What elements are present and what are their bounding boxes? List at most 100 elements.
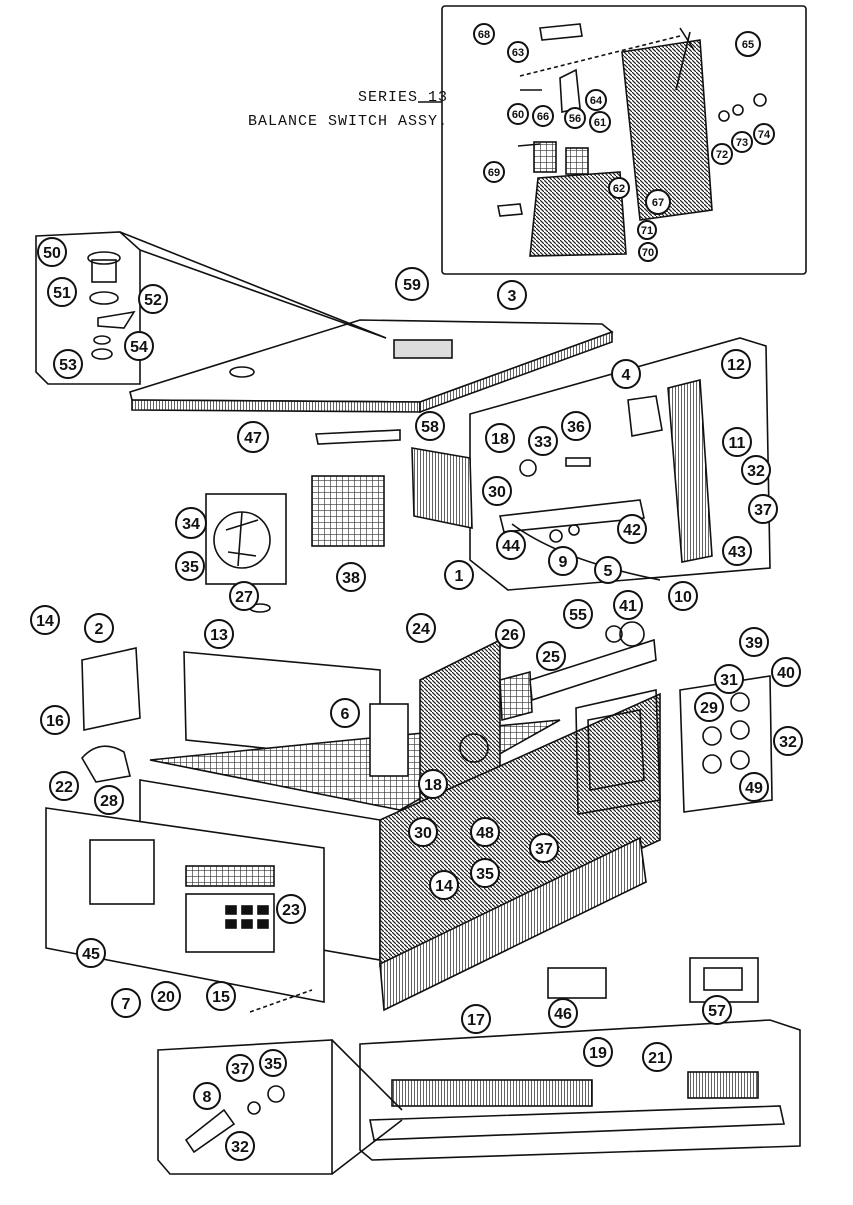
callout-circle [722, 427, 752, 457]
callout-circle [735, 31, 761, 57]
callout-label: 6 [341, 706, 350, 723]
callout-54: 54 [124, 331, 154, 361]
callout-circle [714, 664, 744, 694]
callout-label: 41 [619, 598, 637, 615]
callout-65: 65 [735, 31, 761, 57]
callout-label: 23 [282, 902, 300, 919]
callout-label: 53 [59, 357, 77, 374]
callout-label: 5 [604, 563, 613, 580]
callout-circle [739, 772, 769, 802]
line-art [35, 5, 807, 1175]
callout-38: 38 [336, 562, 366, 592]
mounting-rail [667, 378, 713, 563]
callout-circle [482, 476, 512, 506]
callout-circle [613, 590, 643, 620]
callout-42: 42 [617, 514, 647, 544]
callout-circle [485, 423, 515, 453]
callout-circle [702, 995, 732, 1025]
callout-label: 47 [244, 430, 262, 447]
callout-17: 17 [461, 1004, 491, 1034]
callout-label: 16 [46, 713, 64, 730]
callout-circle [461, 1004, 491, 1034]
callout-label: 35 [181, 559, 199, 576]
callout-circle [193, 1082, 221, 1110]
callout-29: 29 [694, 692, 724, 722]
callout-label: 1 [455, 568, 464, 585]
callout-label: 42 [623, 522, 641, 539]
callout-44: 44 [496, 530, 526, 560]
callout-circle [637, 220, 657, 240]
callout-circle [226, 1054, 254, 1082]
callout-circle [418, 769, 448, 799]
callout-55: 55 [563, 599, 593, 629]
callout-57: 57 [702, 995, 732, 1025]
right-panel [575, 689, 661, 815]
callout-label: 28 [100, 793, 118, 810]
callout-63: 63 [507, 41, 529, 63]
callout-label: 45 [82, 946, 100, 963]
callout-64: 64 [585, 89, 607, 111]
callout-35: 35 [175, 551, 205, 581]
callout-1: 1 [444, 560, 474, 590]
callout-circle [395, 267, 429, 301]
callout-circle [495, 619, 525, 649]
small-parts-inset [157, 1039, 333, 1175]
callout-circle [773, 726, 803, 756]
callout-label: 74 [758, 129, 771, 141]
callout-61: 61 [589, 111, 611, 133]
callout-circle [76, 938, 106, 968]
callout-15: 15 [206, 981, 236, 1011]
callout-35: 35 [470, 858, 500, 888]
callout-68: 68 [473, 23, 495, 45]
callout-label: 24 [412, 621, 430, 638]
callout-circle [415, 411, 445, 441]
callout-circle [645, 189, 671, 215]
assembly-label: BALANCE SWITCH ASSY. [247, 113, 448, 130]
callout-label: 35 [476, 866, 494, 883]
callout-31: 31 [714, 664, 744, 694]
callout-label: 71 [641, 225, 653, 237]
callout-72: 72 [711, 143, 733, 165]
callout-circle [529, 833, 559, 863]
callout-9: 9 [548, 546, 578, 576]
callout-53: 53 [53, 349, 83, 379]
callout-52: 52 [138, 284, 168, 314]
callout-label: 21 [648, 1050, 666, 1067]
callout-label: 25 [542, 649, 560, 666]
callout-label: 59 [403, 277, 421, 294]
callout-label: 19 [589, 1045, 607, 1062]
callout-circle [739, 627, 769, 657]
callout-37: 37 [529, 833, 559, 863]
callout-19: 19 [583, 1037, 613, 1067]
callout-3: 3 [497, 280, 527, 310]
callout-label: 27 [235, 589, 253, 606]
callout-label: 20 [157, 989, 175, 1006]
callout-circle [204, 619, 234, 649]
callout-circle [151, 981, 181, 1011]
callout-66: 66 [532, 105, 554, 127]
callout-circle [206, 981, 236, 1011]
callout-circle [111, 988, 141, 1018]
callout-18: 18 [485, 423, 515, 453]
keyboard-tray-inset [359, 1019, 801, 1161]
callout-circle [496, 530, 526, 560]
switch-body [529, 171, 627, 257]
callout-label: 39 [745, 635, 763, 652]
callout-circle [528, 426, 558, 456]
callout-circle [138, 284, 168, 314]
back-rail [529, 638, 657, 702]
callout-30: 30 [482, 476, 512, 506]
callout-label: 44 [502, 538, 520, 555]
callout-14: 14 [30, 605, 60, 635]
callout-label: 70 [642, 247, 654, 259]
callout-circle [483, 161, 505, 183]
callout-label: 43 [728, 544, 746, 561]
callout-circle [617, 514, 647, 544]
callout-39: 39 [739, 627, 769, 657]
callout-label: 40 [777, 665, 795, 682]
callout-circle [711, 143, 733, 165]
callout-37: 37 [226, 1054, 254, 1082]
callout-62: 62 [608, 177, 630, 199]
callout-50: 50 [37, 237, 67, 267]
callout-4: 4 [611, 359, 641, 389]
